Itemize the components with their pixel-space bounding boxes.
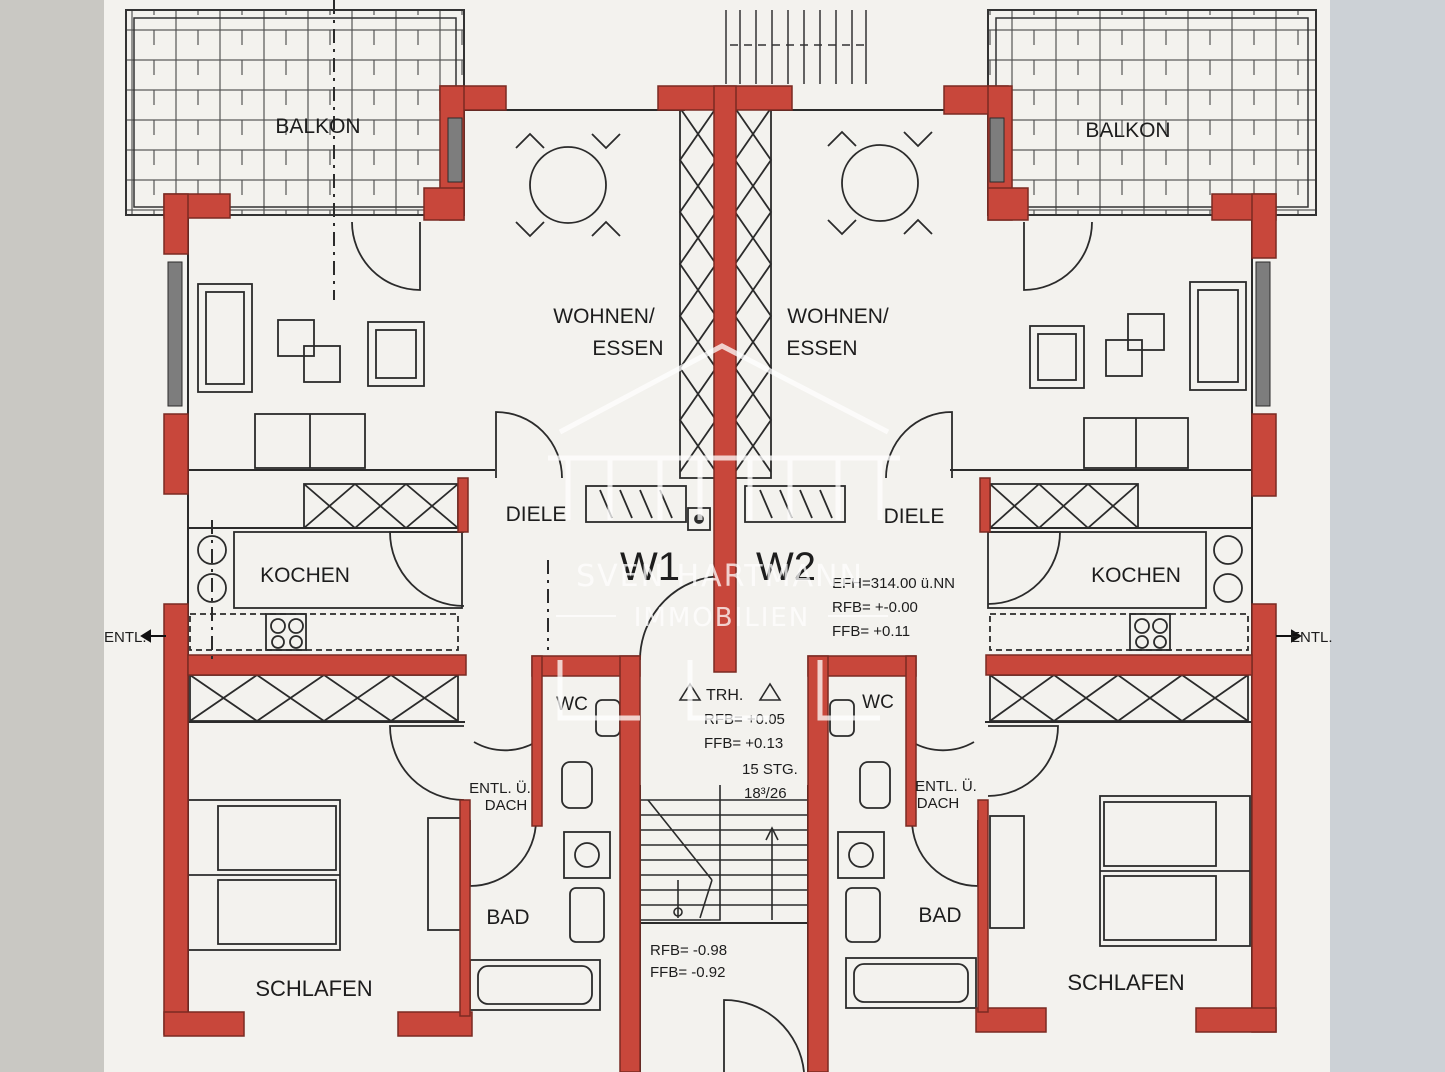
kitchen-left xyxy=(189,531,463,651)
stair-count: 15 STG. xyxy=(742,761,798,778)
axis-lines xyxy=(211,0,549,660)
room-label-wohnen-right: WOHNEN/ xyxy=(787,305,889,328)
room-label-balkon-right: BALKON xyxy=(1085,119,1170,142)
windows xyxy=(167,117,1271,407)
kitchen-right xyxy=(987,531,1249,651)
level-ffb-bottom: FFB= -0.92 xyxy=(650,964,725,981)
unit-labels: W1 W2 xyxy=(620,545,816,589)
room-label-essen-right: ESSEN xyxy=(786,337,857,360)
level-trh: TRH. xyxy=(706,687,743,704)
balcony-left xyxy=(125,9,465,216)
room-label-bad-left: BAD xyxy=(486,906,529,929)
room-label-bad-right: BAD xyxy=(918,904,961,927)
living-furniture-right xyxy=(827,130,1247,469)
stair-rise-run: 18³/26 xyxy=(744,785,787,802)
label-entl-dach-right-2: DACH xyxy=(917,795,960,812)
balcony-right xyxy=(987,9,1317,216)
vent-label-left: ENTL. xyxy=(104,629,147,646)
bedroom-furniture-right xyxy=(989,795,1251,947)
label-entl-dach-left-2: DACH xyxy=(485,797,528,814)
level-rfb-bottom: RFB= -0.98 xyxy=(650,942,727,959)
watermark-line2: IMMOBILIEN xyxy=(634,603,811,633)
level-ffb-top: FFB= +0.11 xyxy=(832,623,910,640)
watermark-house-icon xyxy=(548,343,900,721)
level-ffb-trh: FFB= +0.13 xyxy=(704,735,783,752)
vent-labels: ENTL. ENTL. xyxy=(104,629,1333,646)
room-label-essen-left: ESSEN xyxy=(592,337,663,360)
structural-walls xyxy=(163,85,1277,1072)
room-label-kochen-right: KOCHEN xyxy=(1091,564,1181,587)
level-efh: EFH=314.00 ü.NN xyxy=(832,575,955,592)
watermark-line1: SVEN HARTMANN xyxy=(576,559,864,594)
room-label-wc-left: WC xyxy=(556,694,588,715)
room-labels: BALKON BALKON WOHNEN/ ESSEN WOHNEN/ ESSE… xyxy=(255,115,1184,1001)
unit-label-w2: W2 xyxy=(756,545,816,589)
room-label-diele-right: DIELE xyxy=(884,505,945,528)
right-margin xyxy=(1330,0,1445,1072)
unit-label-w1: W1 xyxy=(620,545,680,589)
label-entl-dach-left-1: ENTL. Ü. xyxy=(469,779,531,797)
door-swings xyxy=(351,221,1093,1072)
room-label-schlafen-right: SCHLAFEN xyxy=(1067,970,1184,995)
bedroom-furniture-left xyxy=(187,799,463,951)
room-label-balkon-left: BALKON xyxy=(275,115,360,138)
room-label-schlafen-left: SCHLAFEN xyxy=(255,976,372,1001)
room-label-wc-right: WC xyxy=(862,692,894,713)
room-label-wohnen-left: WOHNEN/ xyxy=(553,305,655,328)
living-furniture-left xyxy=(197,132,621,469)
vent-label-right: ENTL. xyxy=(1290,629,1333,646)
level-rfb-top: RFB= +-0.00 xyxy=(832,599,918,616)
label-entl-dach-right-1: ENTL. Ü. xyxy=(915,777,977,795)
room-label-diele-left: DIELE xyxy=(506,503,567,526)
vent-arrows xyxy=(140,629,1302,643)
sanitary-fixtures xyxy=(469,699,977,1011)
center-stair xyxy=(640,682,808,921)
room-label-kochen-left: KOCHEN xyxy=(260,564,350,587)
upper-stair-fragment xyxy=(725,10,867,84)
watermark: SVEN HARTMANN IMMOBILIEN xyxy=(548,343,900,721)
